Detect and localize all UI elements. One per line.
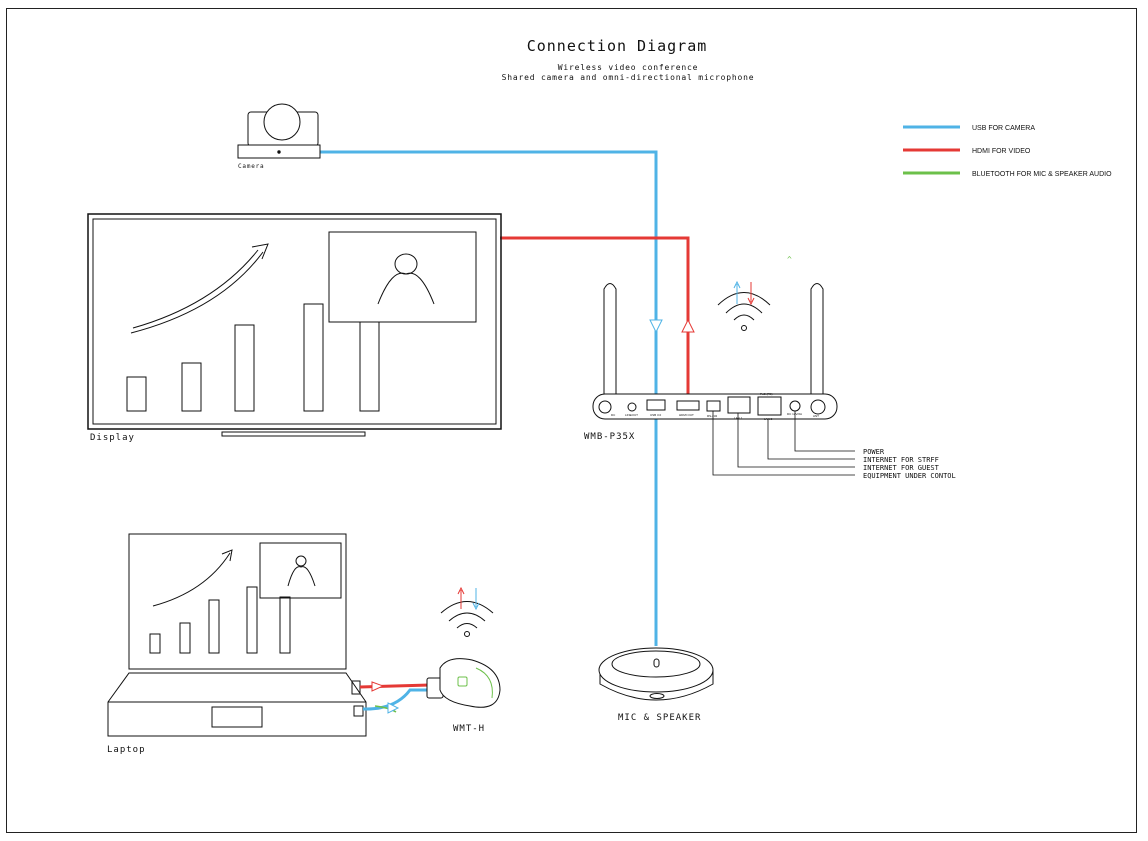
dongle-body [439, 658, 501, 708]
legend: USB FOR CAMERA HDMI FOR VIDEO BLUETOOTH … [903, 125, 1112, 178]
laptop-video-window [259, 542, 342, 599]
callout-internet-guest: INTERNET FOR GUEST [863, 464, 940, 472]
microphone-icon [653, 658, 660, 668]
port-lineout [627, 402, 637, 412]
port-power [789, 400, 801, 412]
camera [237, 103, 321, 159]
laptop-usb-port [353, 705, 364, 717]
laptop-trend-arrow [152, 552, 231, 607]
laptop-trend-arrowhead-icon [221, 549, 233, 562]
legend-bluetooth-label: BLUETOOTH FOR MIC & SPEAKER AUDIO [972, 171, 1112, 178]
download-arrow-icon [747, 282, 755, 306]
port-label-usb: USB 3.0 [650, 413, 662, 417]
legend-hdmi-label: HDMI FOR VIDEO [972, 148, 1031, 155]
port-hdmi [676, 400, 700, 411]
port-label-lineout: LINEOUT [625, 413, 638, 417]
callout-equipment: EQUIPMENT UNDER CONTOL [863, 472, 956, 480]
display-bar-2 [181, 362, 202, 412]
dongle-button-icon [457, 676, 468, 687]
laptop-label: Laptop [107, 745, 146, 755]
display [87, 213, 502, 437]
mic-speaker [598, 647, 714, 701]
hdmi-arrow-icon [681, 318, 695, 333]
display-label: Display [90, 433, 135, 443]
display-trend-arrow [130, 251, 264, 334]
dongle-accent [475, 667, 493, 699]
legend-usb-label: USB FOR CAMERA [972, 125, 1035, 132]
dongle [426, 658, 501, 708]
callout-internet-staff: INTERNET FOR STRFF [863, 456, 939, 464]
port-lan1 [727, 396, 751, 414]
base-unit [592, 283, 838, 420]
antenna-left [603, 283, 617, 396]
arrowhead-icon [251, 243, 269, 260]
display-screen [92, 218, 497, 425]
diagram-subtitle-1: Wireless video conference [558, 63, 698, 72]
port-label-dc: DC [611, 413, 616, 417]
dongle-usb-cable [362, 688, 432, 711]
port-dc [598, 400, 612, 414]
dongle-usb-arrow-icon [387, 702, 400, 714]
dongle-hdmi-arrow-icon [371, 681, 385, 692]
dongle-wifi-icon [440, 601, 494, 637]
stray-mark: ^ [787, 255, 792, 264]
display-bezel [87, 213, 502, 430]
laptop-hdmi-port [351, 680, 361, 695]
port-label-poe: PoE (PD) [760, 392, 773, 396]
dongle-upload-arrow-icon [457, 586, 465, 609]
callout-power: POWER [863, 448, 885, 456]
base-label: WMB-P35X [584, 432, 635, 442]
display-bar-1 [126, 376, 147, 412]
dongle-cables [359, 681, 432, 714]
port-callouts: POWER INTERNET FOR STRFF INTERNET FOR GU… [863, 448, 956, 480]
port-label-hdmi: HDMI OUT [679, 413, 694, 417]
diagram-frame [6, 8, 1137, 833]
display-bar-3 [234, 324, 255, 412]
camera-label: Camera [238, 163, 264, 170]
port-label-rs232: RS-232 [707, 414, 718, 418]
port-label-ant: ANT [813, 414, 819, 418]
usb-arrow-icon [649, 319, 663, 334]
dongle-label: WMT-H [453, 724, 485, 734]
port-lan2 [757, 396, 782, 416]
laptop [107, 533, 367, 737]
display-person-body [377, 272, 435, 305]
laptop-screen [128, 533, 347, 670]
dongle-download-arrow-icon [472, 588, 480, 611]
laptop-bar-2 [179, 622, 191, 654]
diagram-title: Connection Diagram [527, 37, 708, 55]
port-ant [810, 399, 826, 415]
wifi-icon [717, 292, 771, 331]
diagram-subtitle-2: Shared camera and omni-directional micro… [502, 73, 755, 82]
mic-led [649, 693, 665, 699]
usb-camera-cable [320, 150, 658, 646]
mic-label: MIC & SPEAKER [618, 713, 701, 723]
camera-lens [263, 103, 301, 141]
laptop-bar-3 [208, 599, 220, 654]
laptop-bar-4 [246, 586, 258, 654]
upload-arrow-icon [733, 280, 741, 304]
display-video-window [328, 231, 477, 323]
cables [320, 150, 695, 646]
laptop-person-body [287, 566, 316, 587]
camera-indicator [277, 150, 281, 154]
port-callout-lines [712, 411, 855, 476]
laptop-person-head [295, 555, 307, 567]
display-trend-arrow-inner [132, 249, 259, 329]
hdmi-video-cable [500, 236, 690, 399]
laptop-bar-5 [279, 596, 291, 654]
laptop-bar-1 [149, 633, 161, 654]
display-bar-5 [359, 319, 380, 412]
antenna-right [810, 283, 824, 396]
display-bar-4 [303, 303, 324, 412]
dongle-hdmi-cable [359, 683, 431, 689]
port-usb [646, 399, 666, 411]
laptop-touchpad [211, 706, 263, 728]
display-stand [221, 431, 366, 437]
port-rs232 [706, 400, 721, 412]
port-label-dc12v: DC 12V/2A [787, 412, 802, 416]
